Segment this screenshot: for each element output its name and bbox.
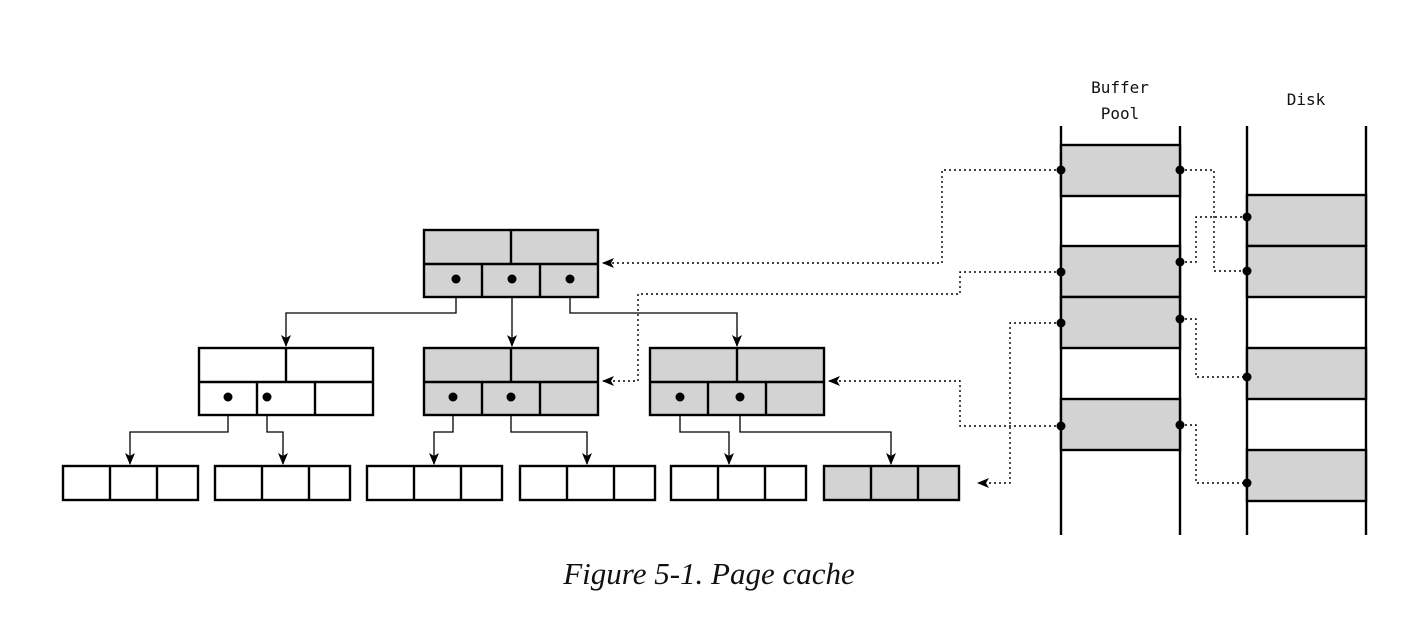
buffer-pool-slot-1 bbox=[1059, 143, 1182, 198]
link-bp-slot4-to-disk-slot4 bbox=[1180, 318, 1247, 378]
right-pointer-dot-2 bbox=[735, 392, 745, 402]
leaf-3-box bbox=[365, 464, 504, 502]
leaf-4 bbox=[518, 464, 657, 502]
disk-dot-4 bbox=[1242, 478, 1252, 488]
bp-right-dot-4 bbox=[1175, 420, 1185, 430]
link-bp-slot4-to-leaf-6 bbox=[977, 322, 1061, 488]
b-tree bbox=[61, 228, 961, 502]
storage-columns bbox=[1059, 126, 1368, 535]
internal-node-middle bbox=[422, 346, 600, 417]
link-bp-slot6-to-right bbox=[828, 376, 1061, 427]
middle-pointer-dot-1 bbox=[448, 392, 458, 402]
leaf-6-box bbox=[822, 464, 961, 502]
buffer-pool-label-line2: Pool bbox=[1101, 104, 1140, 123]
bp-left-dot-4 bbox=[1056, 421, 1066, 431]
disk-dot-1 bbox=[1242, 212, 1252, 222]
buffer-pool-slot-3 bbox=[1059, 244, 1182, 299]
bp-left-dot-3 bbox=[1056, 318, 1066, 328]
buffer-pool-label-line1: Buffer bbox=[1091, 78, 1149, 97]
cache-mapping-links bbox=[602, 169, 1247, 488]
root-pointer-dot-2 bbox=[507, 274, 517, 284]
root-node bbox=[422, 228, 600, 299]
leaf-3 bbox=[365, 464, 504, 502]
leaf-2-box bbox=[213, 464, 352, 502]
link-bp-slot6-to-disk-slot6 bbox=[1180, 424, 1247, 484]
left-pointer-dot-2 bbox=[262, 392, 272, 402]
figure-caption: Figure 5-1. Page cache bbox=[563, 556, 855, 591]
link-bp-slot3-to-disk-slot1 bbox=[1180, 216, 1247, 263]
middle-pointer-dot-2 bbox=[506, 392, 516, 402]
disk-label: Disk bbox=[1287, 90, 1326, 109]
bp-right-dot-3 bbox=[1175, 314, 1185, 324]
bp-right-dot-1 bbox=[1175, 165, 1185, 175]
disk-slot-1 bbox=[1245, 193, 1368, 248]
link-bp-slot1-to-disk-slot2 bbox=[1180, 169, 1247, 272]
leaf-1-box bbox=[61, 464, 200, 502]
leaf-5-box bbox=[669, 464, 808, 502]
disk-slot-4 bbox=[1245, 346, 1368, 401]
disk-dot-2 bbox=[1242, 266, 1252, 276]
link-bp-slot1-to-root bbox=[602, 169, 1061, 268]
bp-right-dot-2 bbox=[1175, 257, 1185, 267]
leaf-2 bbox=[213, 464, 352, 502]
disk-slot-2 bbox=[1245, 244, 1368, 299]
root-pointer-dot-1 bbox=[451, 274, 461, 284]
leaf-1 bbox=[61, 464, 200, 502]
bp-left-dot-1 bbox=[1056, 165, 1066, 175]
right-pointer-dot-1 bbox=[675, 392, 685, 402]
left-pointer-dot-1 bbox=[223, 392, 233, 402]
disk-dot-3 bbox=[1242, 372, 1252, 382]
bp-left-dot-2 bbox=[1056, 267, 1066, 277]
disk-slot-6 bbox=[1245, 448, 1368, 503]
buffer-pool-slot-4 bbox=[1059, 295, 1182, 350]
leaf-4-box bbox=[518, 464, 657, 502]
root-pointer-dot-3 bbox=[565, 274, 575, 284]
internal-node-left bbox=[197, 346, 375, 417]
leaf-5 bbox=[669, 464, 808, 502]
internal-node-right bbox=[648, 346, 826, 417]
buffer-pool-slot-6 bbox=[1059, 397, 1182, 452]
pointer-dots bbox=[223, 165, 1252, 488]
leaf-6 bbox=[822, 464, 961, 502]
